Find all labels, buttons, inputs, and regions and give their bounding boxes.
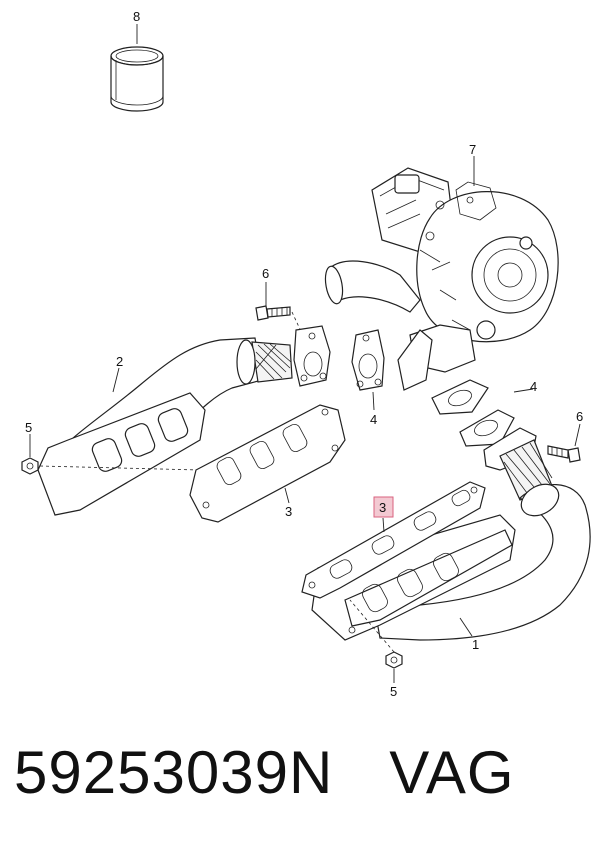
part-caption: 59253039N VAG <box>14 738 515 807</box>
callout-3-left: 3 <box>285 504 292 519</box>
callout-7: 7 <box>469 142 476 157</box>
bolt-part-6-top <box>255 305 291 321</box>
flange-gasket-part-4-right <box>431 379 515 447</box>
sleeve-part-8 <box>110 46 164 112</box>
nut-part-5-left <box>21 457 39 475</box>
callout-6-top: 6 <box>262 266 269 281</box>
turbocharger-part-7 <box>324 167 559 391</box>
exhaust-manifold-part-2 <box>37 325 331 516</box>
callout-8: 8 <box>133 9 140 24</box>
callout-5-bottom: 5 <box>390 684 397 699</box>
callout-4-right: 4 <box>530 379 537 394</box>
callout-4-center: 4 <box>370 412 377 427</box>
exhaust-manifold-part-1 <box>311 427 591 641</box>
brand-name: VAG <box>389 739 515 806</box>
nut-part-5-bottom <box>385 651 403 669</box>
flange-gasket-part-4-center <box>351 329 385 391</box>
manifold-gasket-part-3-left <box>189 404 346 523</box>
callout-1: 1 <box>472 637 479 652</box>
callout-5-left: 5 <box>25 420 32 435</box>
highlight-box-3 <box>373 496 394 518</box>
part-number: 59253039N <box>14 739 334 806</box>
manifold-gasket-part-3-highlighted <box>301 481 486 599</box>
callout-3-highlighted: 3 <box>379 500 386 515</box>
callout-6-right: 6 <box>576 409 583 424</box>
callout-2: 2 <box>116 354 123 369</box>
bolt-part-6-right <box>547 445 581 463</box>
